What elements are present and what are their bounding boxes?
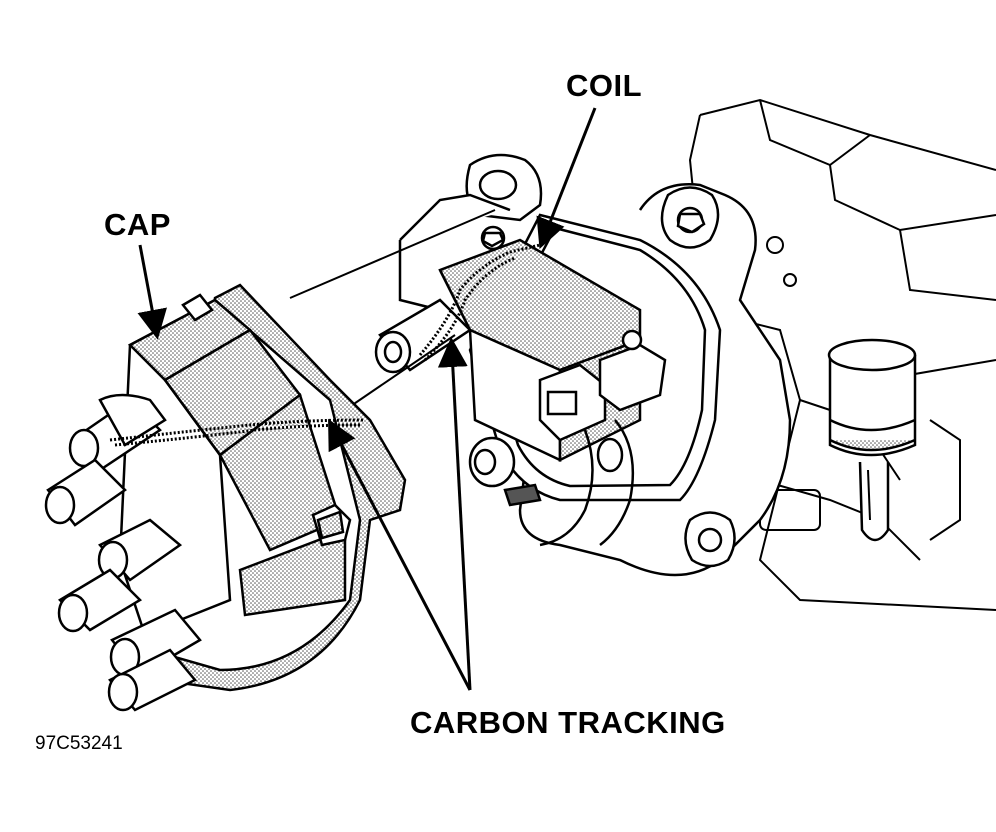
alignment-lines [289, 209, 496, 411]
figure-id: 97C53241 [35, 733, 123, 754]
cap-carbon-streak [109, 418, 366, 447]
carbon-arrow-cap [328, 418, 472, 691]
leader-arrows [137, 107, 597, 691]
coil-body [374, 238, 667, 547]
coil-label: COIL [566, 68, 643, 103]
cap-arrow [137, 244, 167, 340]
carbon-arrow-coil [437, 337, 472, 691]
cap-label: CAP [104, 207, 171, 242]
coil-arrow [536, 107, 597, 249]
coil-carbon-streak [418, 243, 541, 362]
distributor-cap [44, 283, 407, 712]
carbon-tracking-label: CARBON TRACKING [410, 705, 726, 740]
condenser [827, 338, 917, 542]
